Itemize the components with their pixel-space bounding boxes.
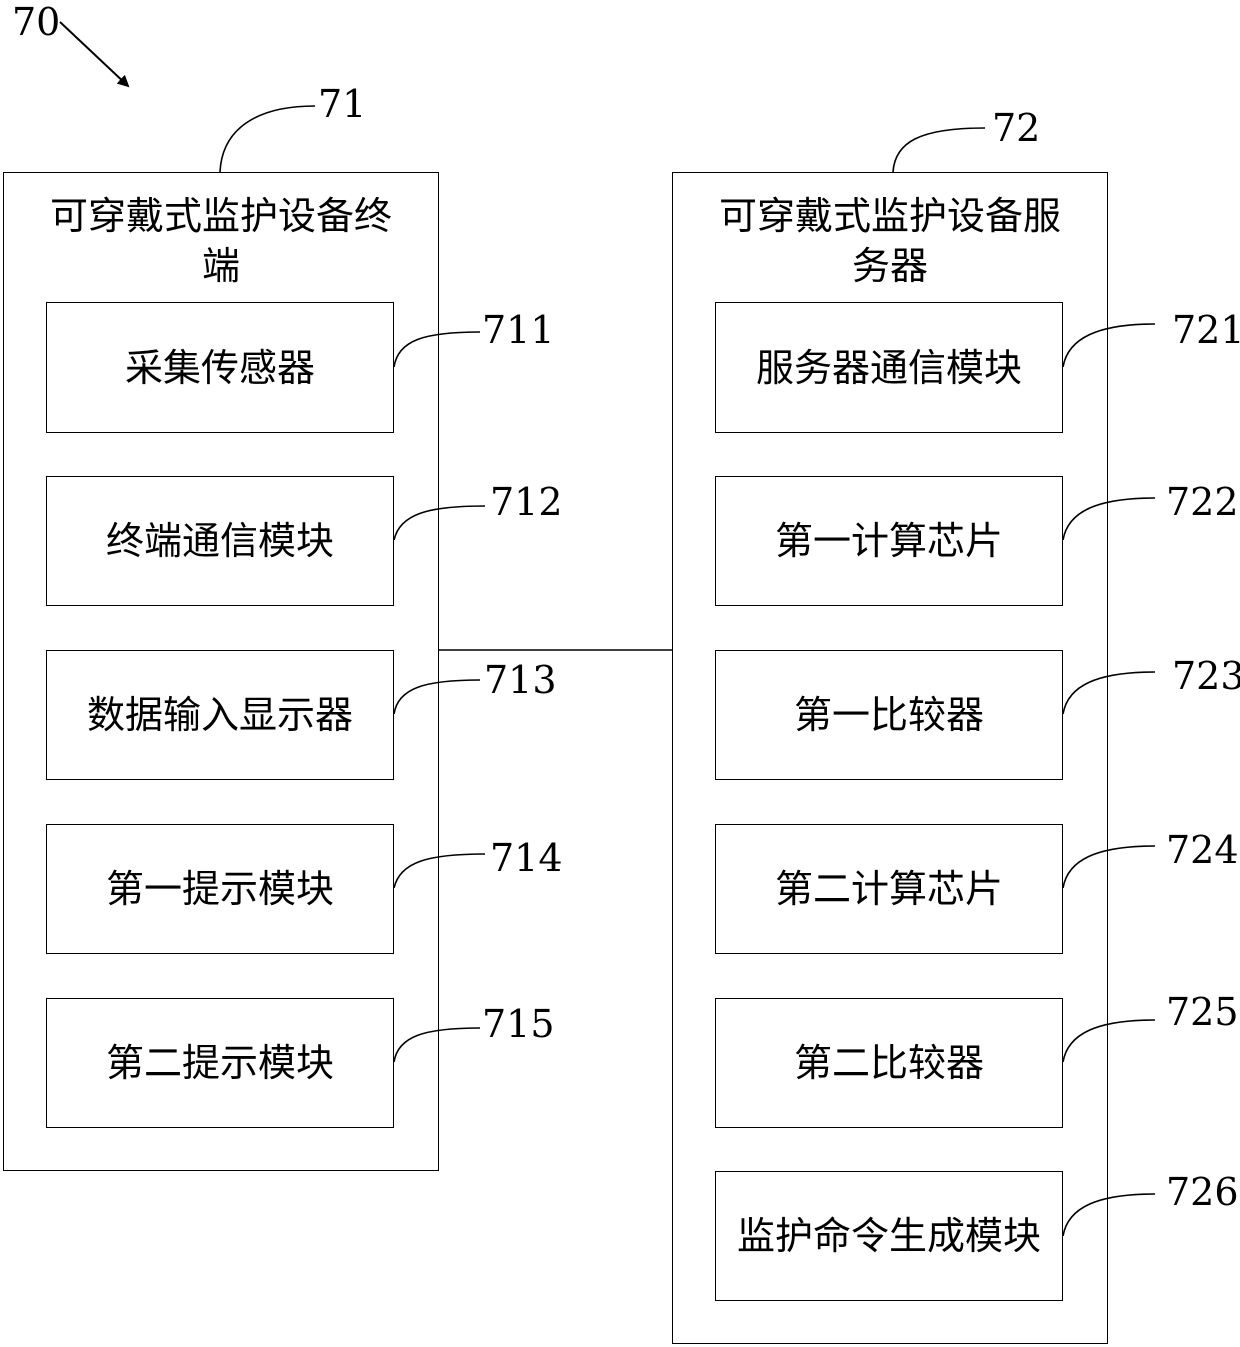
ref-712: 712 — [490, 482, 563, 522]
module-second-prompt: 第二提示模块 — [46, 998, 394, 1128]
terminal-ref-label: 71 — [318, 84, 366, 124]
module-terminal-communication: 终端通信模块 — [46, 476, 394, 606]
ref-713: 713 — [484, 660, 557, 700]
terminal-title: 可穿戴式监护设备终端 — [4, 191, 438, 291]
figure-pointer-arrow — [60, 22, 128, 86]
module-data-input-display: 数据输入显示器 — [46, 650, 394, 780]
ref-721: 721 — [1172, 310, 1240, 350]
module-acquisition-sensor: 采集传感器 — [46, 302, 394, 433]
module-server-communication: 服务器通信模块 — [715, 302, 1063, 433]
ref-715: 715 — [482, 1004, 555, 1044]
leader-line-71 — [220, 106, 315, 172]
server-ref-label: 72 — [992, 108, 1040, 148]
ref-726: 726 — [1166, 1172, 1239, 1212]
ref-722: 722 — [1166, 482, 1239, 522]
module-first-prompt: 第一提示模块 — [46, 824, 394, 954]
ref-724: 724 — [1166, 830, 1239, 870]
module-monitoring-command-generation: 监护命令生成模块 — [715, 1171, 1063, 1301]
module-second-computing-chip: 第二计算芯片 — [715, 824, 1063, 954]
module-first-computing-chip: 第一计算芯片 — [715, 476, 1063, 606]
ref-711: 711 — [482, 310, 555, 350]
leader-line-72 — [893, 128, 985, 172]
ref-723: 723 — [1172, 656, 1240, 696]
ref-725: 725 — [1166, 992, 1239, 1032]
ref-714: 714 — [490, 838, 563, 878]
module-first-comparator: 第一比较器 — [715, 650, 1063, 780]
server-title: 可穿戴式监护设备服务器 — [673, 191, 1107, 291]
figure-ref-label: 70 — [12, 2, 60, 42]
module-second-comparator: 第二比较器 — [715, 998, 1063, 1128]
